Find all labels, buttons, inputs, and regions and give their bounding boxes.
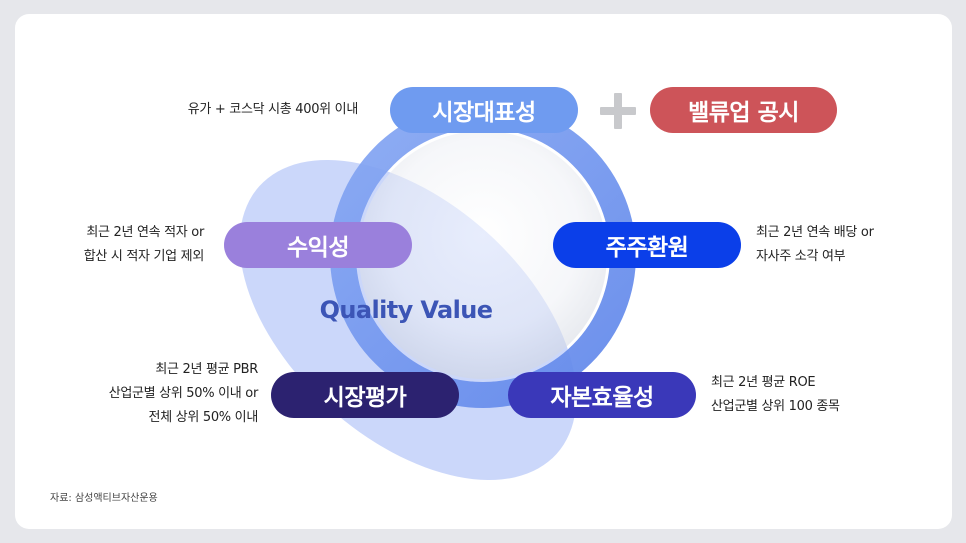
pill-shareholder-return: 주주환원 [553,222,741,268]
note-capital-efficiency: 최근 2년 평균 ROE 산업군별 상위 100 종목 [711,375,840,414]
pill-capital-efficiency: 자본효율성 [508,372,696,418]
note-profitability: 최근 2년 연속 적자 or 합산 시 적자 기업 제외 [83,225,205,264]
note-market-valuation: 최근 2년 평균 PBR 산업군별 상위 50% 이내 or 전체 상위 50%… [108,362,259,425]
pill-valueup-disclosure: 밸류업 공시 [650,87,837,133]
center-label: Quality Value [319,296,493,324]
pill-profitability: 수익성 [224,222,412,268]
note-shareholder-return: 최근 2년 연속 배당 or 자사주 소각 여부 [756,225,874,264]
pill-market-representativeness: 시장대표성 [390,87,578,133]
note-market-representativeness: 유가 + 코스닥 시총 400위 이내 [187,102,359,117]
inner-circle [359,131,607,379]
pill-market-valuation: 시장평가 [271,372,459,418]
plus-icon [600,93,636,129]
source-caption: 자료: 삼성액티브자산운용 [50,493,158,504]
